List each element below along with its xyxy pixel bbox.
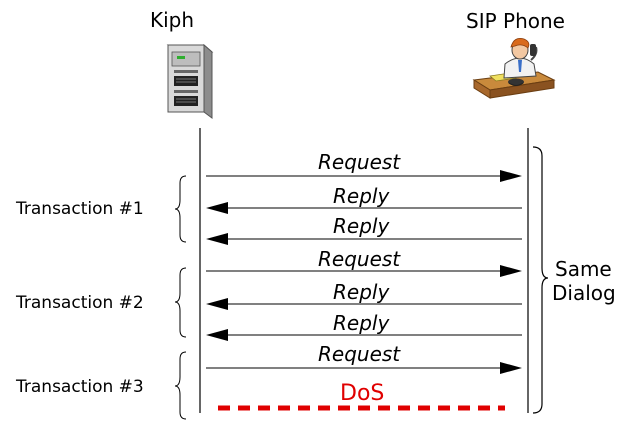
transaction-1-label: Transaction #1 xyxy=(16,199,144,219)
message-7-label: Request xyxy=(318,342,401,366)
dos-label: DoS xyxy=(340,381,385,406)
message-5-arrow-head xyxy=(206,298,228,310)
message-4-arrow-head xyxy=(500,265,522,277)
message-7-arrow-head xyxy=(500,362,522,374)
message-2-label: Reply xyxy=(333,184,390,208)
transaction-2-label: Transaction #2 xyxy=(16,293,144,313)
sip-phone-title: SIP Phone xyxy=(466,9,565,33)
same-dialog-line-2: Dialog xyxy=(552,281,616,305)
server-icon xyxy=(166,43,214,119)
message-2-arrow-head xyxy=(206,202,228,214)
message-4-label: Request xyxy=(318,247,401,271)
message-3-label: Reply xyxy=(333,214,390,238)
dialog-brace xyxy=(532,146,549,414)
message-arrows xyxy=(206,170,522,374)
same-dialog-line-1: Same xyxy=(555,257,612,281)
kiph-title: Kiph xyxy=(150,8,195,32)
message-1-arrow-head xyxy=(500,170,522,182)
message-6-label: Reply xyxy=(333,311,390,335)
same-dialog-label: Same Dialog xyxy=(552,257,616,305)
message-5-label: Reply xyxy=(333,280,390,304)
transaction-3-label: Transaction #3 xyxy=(16,377,144,397)
message-6-arrow-head xyxy=(206,329,228,341)
transaction-1-brace xyxy=(174,175,187,243)
transaction-3-brace xyxy=(174,351,187,420)
message-1-label: Request xyxy=(318,150,401,174)
transaction-2-brace xyxy=(174,267,187,338)
person-on-phone-icon xyxy=(472,37,556,99)
message-3-arrow-head xyxy=(206,233,228,245)
